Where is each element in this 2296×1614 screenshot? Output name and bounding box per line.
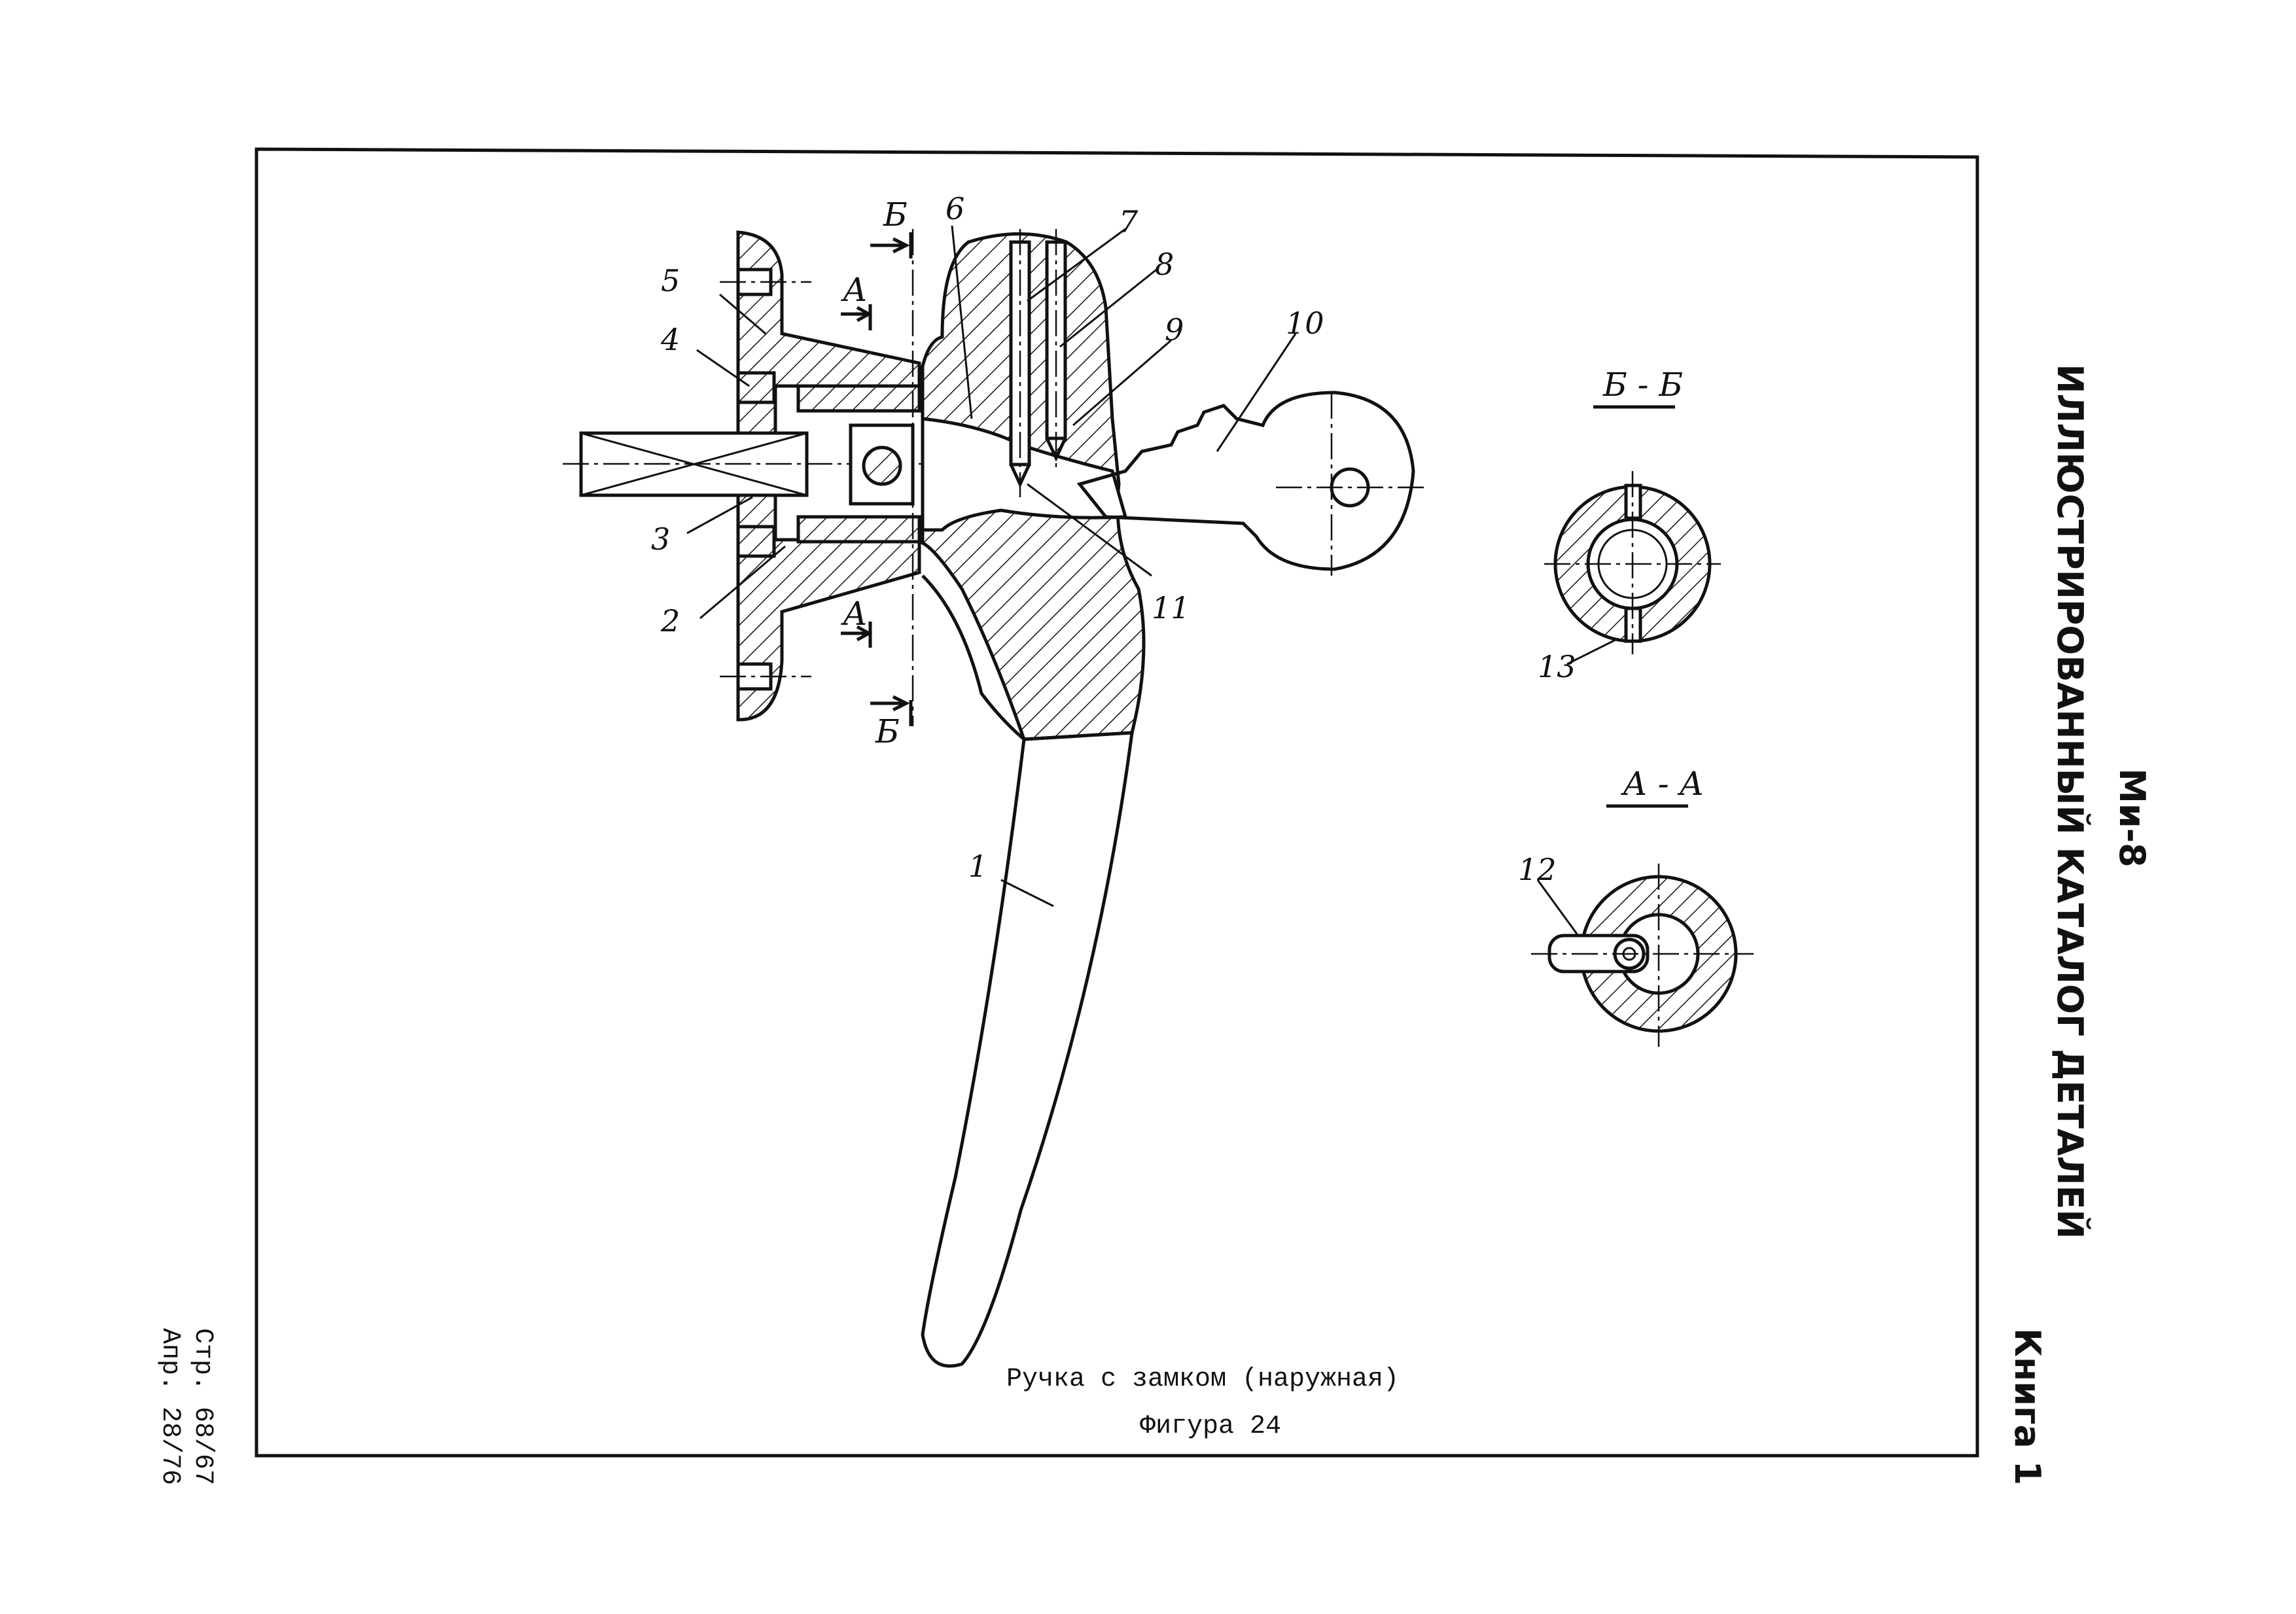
section-mark-b-bottom: Б xyxy=(875,712,900,750)
callout-10: 10 xyxy=(1286,306,1324,341)
callout-1: 1 xyxy=(968,849,987,884)
callout-13: 13 xyxy=(1538,649,1576,684)
revision-date: Апр. 28/76 xyxy=(155,1328,185,1485)
bushing-inner-top xyxy=(796,384,921,413)
handle-assembly: 1 2 3 4 5 6 7 8 9 10 11 Б А А Б xyxy=(563,191,1627,1368)
drawing-frame xyxy=(255,147,1979,1458)
callout-8: 8 xyxy=(1155,247,1174,282)
callout-6: 6 xyxy=(945,191,964,226)
section-view-bb: Б - Б 13 xyxy=(1538,366,1721,684)
handle-grip-part-1 xyxy=(921,731,1134,1368)
washer-part-4-top xyxy=(736,371,776,404)
aircraft-title: Ми-8 xyxy=(2111,768,2153,868)
callout-9: 9 xyxy=(1165,312,1184,347)
section-view-bb-title: Б - Б xyxy=(1602,366,1683,404)
catalog-title: ИЛЛЮСТРИРОВАННЫЙ КАТАЛОГ ДЕТАЛЕЙ xyxy=(2049,364,2091,1238)
section-view-aa: А - А 12 xyxy=(1518,765,1754,1047)
bushing-inner-bottom xyxy=(796,515,921,544)
callout-11: 11 xyxy=(1152,590,1190,625)
figure-caption: Ручка с замком (наружная) xyxy=(1006,1365,1399,1394)
page-number: Стр. 68/67 xyxy=(188,1328,217,1485)
callout-3: 3 xyxy=(651,521,670,557)
callout-5: 5 xyxy=(661,263,680,298)
book-number: Книга 1 xyxy=(2007,1328,2048,1485)
shaft-pin xyxy=(862,446,902,486)
callout-4: 4 xyxy=(660,322,680,357)
washer-part-4-bottom xyxy=(736,525,776,558)
section-view-aa-title: А - А xyxy=(1621,765,1704,803)
callout-7: 7 xyxy=(1119,204,1139,239)
callout-12: 12 xyxy=(1518,852,1557,887)
section-mark-a-top: А xyxy=(841,271,868,309)
handle-head-outline xyxy=(921,574,1025,741)
callout-2: 2 xyxy=(660,603,680,639)
key-part-10 xyxy=(1076,391,1415,571)
figure-number: Фигура 24 xyxy=(1140,1412,1281,1441)
section-mark-a-bottom: А xyxy=(841,595,868,633)
section-mark-b-top: Б xyxy=(883,196,908,234)
